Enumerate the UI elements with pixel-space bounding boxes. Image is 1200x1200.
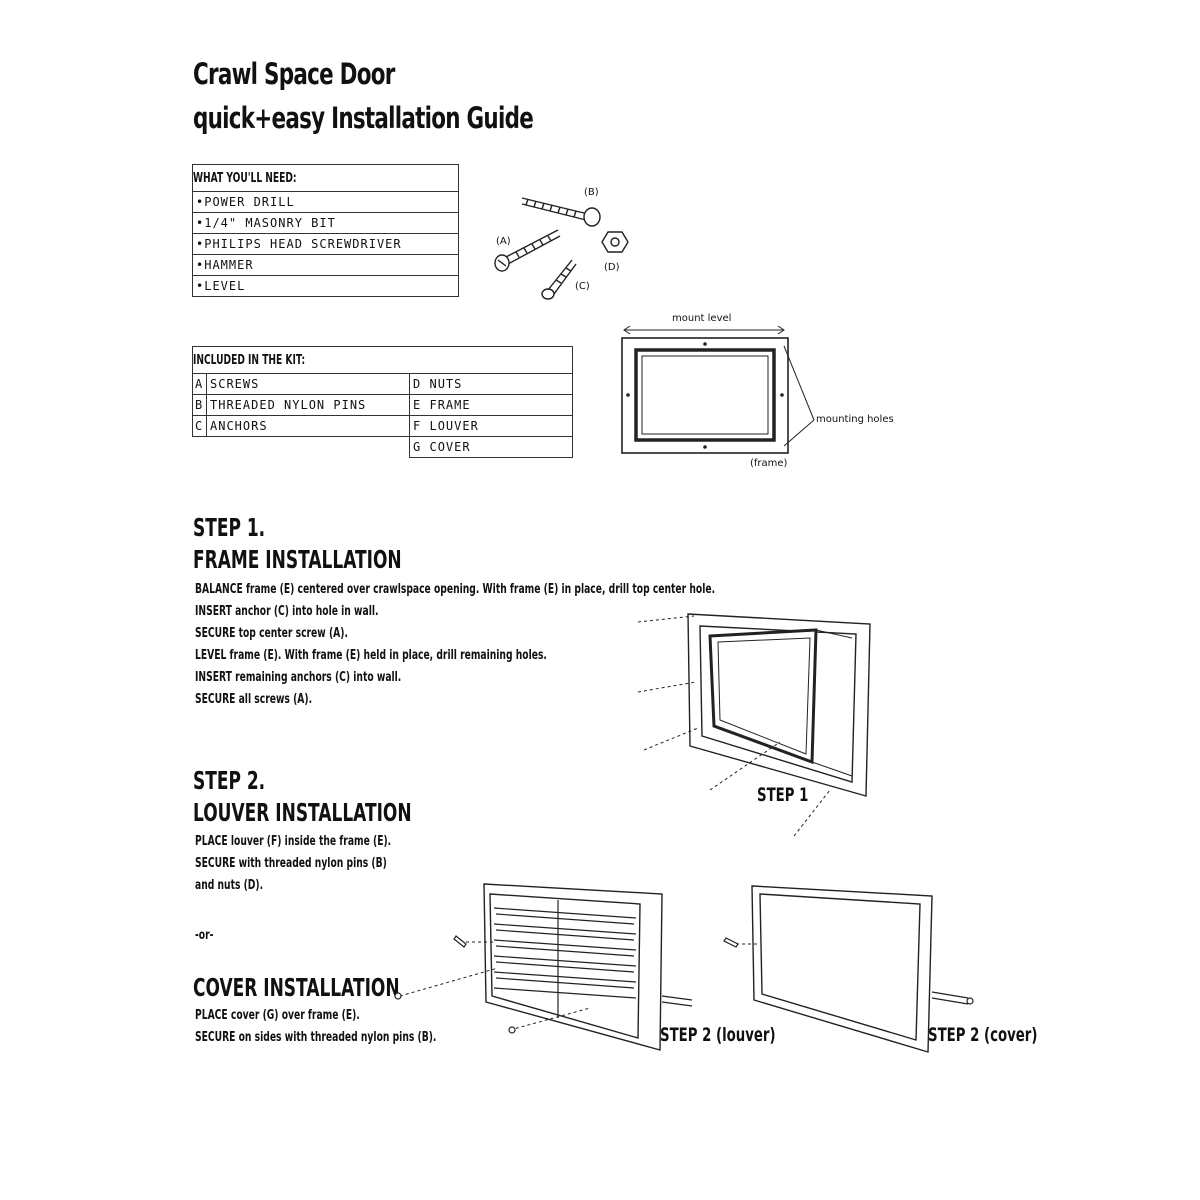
kit-item-name: SCREWS (206, 373, 410, 395)
page-title-line-1: Crawl Space Door (193, 57, 395, 91)
threaded-pin-b-icon (521, 197, 601, 227)
kit-item-name: ANCHORS (206, 415, 410, 437)
cover-line: PLACE cover (G) over frame (E). (195, 1007, 360, 1023)
step2-line: and nuts (D). (195, 877, 264, 893)
kit-blank (207, 437, 410, 458)
step2-line: PLACE louver (F) inside the frame (E). (195, 833, 392, 849)
step1-line: SECURE all screws (A). (195, 691, 313, 707)
needs-item: •1/4" MASONRY BIT (192, 212, 459, 234)
step2-title-2: LOUVER INSTALLATION (193, 798, 412, 827)
step1-instructions: BALANCE frame (E) centered over crawlspa… (195, 578, 715, 710)
needs-item: •HAMMER (192, 254, 459, 276)
cover-line: SECURE on sides with threaded nylon pins… (195, 1029, 437, 1045)
step1-line: INSERT anchor (C) into hole in wall. (195, 603, 379, 619)
kit-letter: C (192, 415, 207, 437)
nut-d-icon (601, 231, 629, 253)
step1-line: INSERT remaining anchors (C) into wall. (195, 669, 402, 685)
step1-line: SECURE top center screw (A). (195, 625, 348, 641)
page-title: Crawl Space Door quick+easy Installation… (193, 52, 534, 140)
cover-heading: COVER INSTALLATION (193, 973, 400, 1002)
cover-instructions: PLACE cover (G) over frame (E). SECURE o… (195, 1004, 436, 1048)
kit-heading: INCLUDED IN THE KIT: (192, 346, 573, 374)
needs-item: •POWER DRILL (192, 191, 459, 213)
step2-instructions: PLACE louver (F) inside the frame (E). S… (195, 830, 391, 896)
step2-louver-diagram (394, 883, 693, 1051)
step1-line: LEVEL frame (E). With frame (E) held in … (195, 647, 547, 663)
frame-label: (frame) (750, 458, 788, 469)
kit-item-d: D NUTS (409, 373, 573, 395)
step2-cover-caption: STEP 2 (cover) (928, 1024, 1038, 1046)
or-separator: -or- (195, 927, 214, 943)
step1-title-1: STEP 1. (193, 513, 266, 542)
label-d: (D) (604, 262, 620, 273)
step2-title-1: STEP 2. (193, 766, 266, 795)
step1-line: BALANCE frame (E) centered over crawlspa… (195, 581, 716, 597)
label-c: (C) (575, 281, 590, 292)
label-b: (B) (584, 187, 599, 198)
step2-louver-caption: STEP 2 (louver) (660, 1024, 776, 1046)
kit-item-name: THREADED NYLON PINS (206, 394, 410, 416)
kit-letter: B (192, 394, 207, 416)
page-title-line-2: quick+easy Installation Guide (193, 101, 534, 135)
screw-a-icon (494, 229, 561, 272)
mount-level-label: mount level (672, 313, 732, 324)
needs-table: WHAT YOU'LL NEED: •POWER DRILL •1/4" MAS… (192, 164, 459, 297)
step2-heading: STEP 2. LOUVER INSTALLATION (193, 765, 412, 829)
kit-item-e: E FRAME (409, 394, 573, 416)
needs-heading: WHAT YOU'LL NEED: (192, 164, 459, 192)
step1-caption: STEP 1 (757, 784, 809, 806)
mounting-holes-label: mounting holes (816, 414, 894, 425)
kit-blank (193, 437, 207, 458)
step2-cover-diagram (723, 885, 974, 1053)
step1-heading: STEP 1. FRAME INSTALLATION (193, 512, 402, 576)
louver-slats (493, 900, 637, 1018)
frame-diagram (621, 325, 815, 454)
kit-item-f: F LOUVER (409, 415, 573, 437)
needs-item: •LEVEL (192, 275, 459, 297)
kit-item-g: G COVER (409, 436, 573, 458)
anchor-c-icon (541, 259, 577, 300)
kit-letter: A (192, 373, 207, 395)
label-a: (A) (496, 236, 511, 247)
step1-title-2: FRAME INSTALLATION (193, 545, 402, 574)
step2-line: SECURE with threaded nylon pins (B) (195, 855, 387, 871)
kit-table: INCLUDED IN THE KIT: A SCREWS D NUTS B T… (192, 346, 573, 458)
hardware-illustration (494, 197, 629, 300)
needs-item: •PHILIPS HEAD SCREWDRIVER (192, 233, 459, 255)
step1-frame-diagram (637, 613, 871, 837)
